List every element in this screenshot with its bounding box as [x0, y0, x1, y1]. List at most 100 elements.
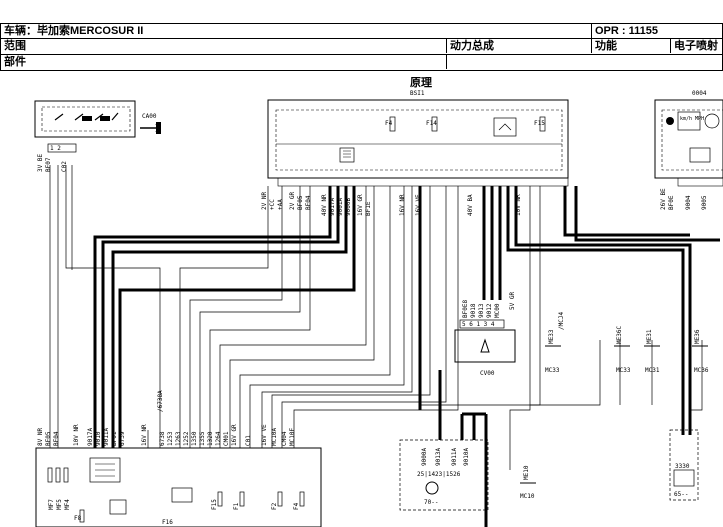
svg-text:9011A: 9011A: [103, 428, 110, 446]
svg-text:+AA: +AA: [277, 199, 284, 210]
svg-text:BF05: BF05: [297, 195, 304, 210]
svg-text:9013: 9013: [478, 303, 485, 318]
unit-70: 9000A 9013A 9011A 9010A 25|1423|1526 70-…: [399, 439, 489, 511]
svg-text:3V BE: 3V BE: [37, 154, 44, 172]
svg-text:6738: 6738: [159, 431, 166, 446]
svg-text:BF0E8: BF0E8: [462, 300, 469, 318]
ground-points: ME33 /MCJ4 MC33 ME36C MC33 ME31 MC31 ME3…: [520, 312, 709, 500]
scope-label: 范围: [4, 40, 26, 52]
svg-text:MC33: MC33: [545, 367, 560, 374]
svg-text:9004: 9004: [685, 195, 692, 210]
svg-text:16V GR: 16V GR: [231, 424, 238, 446]
svg-text:BF01: BF01: [111, 431, 118, 446]
opr-label: OPR : 11155: [595, 25, 658, 37]
svg-text:/MCJ4: /MCJ4: [558, 312, 565, 330]
svg-text:MC33: MC33: [616, 367, 631, 374]
svg-text:F4: F4: [293, 502, 300, 510]
svg-text:25|1423|1526: 25|1423|1526: [417, 471, 461, 478]
svg-text:8V NR: 8V NR: [37, 428, 44, 446]
svg-text:MC00: MC00: [494, 303, 501, 318]
svg-text:10V NR: 10V NR: [73, 424, 80, 446]
svg-text:1 2: 1 2: [50, 145, 61, 152]
svg-text:MF7: MF7: [48, 499, 55, 510]
svg-text:BF04: BF04: [53, 431, 60, 446]
svg-text:1320: 1320: [207, 431, 214, 446]
ignition-code: CA00: [142, 113, 157, 120]
svg-text:CV00: CV00: [480, 370, 495, 377]
svg-text:16V VE: 16V VE: [261, 424, 268, 446]
vehicle-label: 车辆：毕加索MERCOSUR II: [4, 25, 144, 37]
svg-text:MC10F: MC10F: [289, 428, 296, 446]
svg-text:BF07: BF07: [45, 157, 52, 172]
svg-text:ME36: ME36: [694, 329, 701, 344]
svg-text:2V NR: 2V NR: [261, 192, 268, 210]
svg-text:+CC: +CC: [269, 199, 276, 210]
svg-text:C02: C02: [61, 161, 68, 172]
svg-text:MC10: MC10: [520, 493, 535, 500]
svg-text:ME31: ME31: [646, 329, 653, 344]
thin-wires: [49, 165, 703, 470]
svg-text:MF4: MF4: [64, 499, 71, 510]
function-label: 功能: [595, 40, 617, 52]
bottom-connector-labels: 8V NR BF05 BF04 10V NR 9017A 9010 9011A …: [37, 390, 296, 446]
svg-text:9017A: 9017A: [329, 198, 336, 216]
svg-text:9010A: 9010A: [463, 448, 470, 466]
svg-text:F8: F8: [74, 515, 82, 522]
svg-text:BF0E: BF0E: [668, 195, 675, 210]
horn-cv00: BF0E8 9018 9013 9012 MC00 5V GR 5 6 1 3 …: [454, 292, 516, 377]
bottom-module: MF7 MF5 MF4 F8 F16 F15 F1 F2 F4: [35, 447, 322, 527]
svg-text:CM01: CM01: [223, 431, 230, 446]
svg-text:16V NR: 16V NR: [141, 424, 148, 446]
ecu-code: BSI1: [410, 90, 425, 97]
svg-text:1253: 1253: [167, 431, 174, 446]
svg-text:1355: 1355: [199, 431, 206, 446]
svg-text:F4: F4: [385, 120, 393, 127]
svg-text:26V BE: 26V BE: [660, 188, 667, 210]
svg-text:6739: 6739: [119, 431, 126, 446]
svg-text:9010: 9010: [95, 431, 102, 446]
ecu-connector-labels: 2V NR +CC +AA 2V GR BF05 BF04 40V NR 901…: [261, 192, 522, 216]
svg-text:MF5: MF5: [56, 499, 63, 510]
svg-text:F16: F16: [162, 519, 173, 526]
header-row-vehicle: 车辆：毕加索MERCOSUR II OPR : 11155: [0, 23, 723, 39]
svg-text:3330: 3330: [675, 463, 690, 470]
svg-text:40V BA: 40V BA: [467, 194, 474, 216]
part-label: 部件: [4, 56, 26, 68]
svg-text:ME10: ME10: [523, 465, 530, 480]
cluster-connector-labels: 26V BE BF0E 9004 9005: [660, 188, 708, 210]
svg-text:9000A: 9000A: [421, 448, 428, 466]
function-value: 电子喷射: [674, 40, 718, 52]
svg-text:CM04: CM04: [281, 431, 288, 446]
svg-text:16V NR: 16V NR: [399, 194, 406, 216]
svg-text:2V GR: 2V GR: [289, 192, 296, 210]
ignition-switch: CA00 1 2: [34, 100, 162, 153]
svg-text:/6738A: /6738A: [157, 390, 164, 412]
svg-text:9017A: 9017A: [87, 428, 94, 446]
svg-text:9001A: 9001A: [337, 198, 344, 216]
svg-text:1350: 1350: [191, 431, 198, 446]
svg-text:5 6 1 3 4: 5 6 1 3 4: [462, 321, 495, 328]
svg-text:5V GR: 5V GR: [509, 292, 516, 310]
svg-text:km/h MPH: km/h MPH: [680, 116, 704, 122]
svg-text:MC31: MC31: [645, 367, 660, 374]
svg-text:BF04: BF04: [305, 195, 312, 210]
svg-text:1252: 1252: [183, 431, 190, 446]
svg-text:9018: 9018: [470, 303, 477, 318]
svg-text:F2: F2: [271, 502, 278, 510]
svg-text:MC10A: MC10A: [271, 428, 278, 446]
svg-text:F15: F15: [211, 499, 218, 510]
svg-text:9012: 9012: [486, 303, 493, 318]
svg-text:0004: 0004: [692, 90, 707, 97]
svg-text:ME33: ME33: [548, 329, 555, 344]
svg-text:F15: F15: [534, 120, 545, 127]
unit-65: 3330 65--: [669, 429, 699, 501]
svg-text:16V GR: 16V GR: [357, 194, 364, 216]
svg-text:9011A: 9011A: [451, 448, 458, 466]
svg-text:1263: 1263: [175, 431, 182, 446]
svg-text:BF05: BF05: [45, 431, 52, 446]
svg-text:9013A: 9013A: [435, 448, 442, 466]
svg-text:9005: 9005: [701, 195, 708, 210]
svg-text:BF1E: BF1E: [365, 201, 372, 216]
svg-text:70--: 70--: [424, 499, 438, 506]
